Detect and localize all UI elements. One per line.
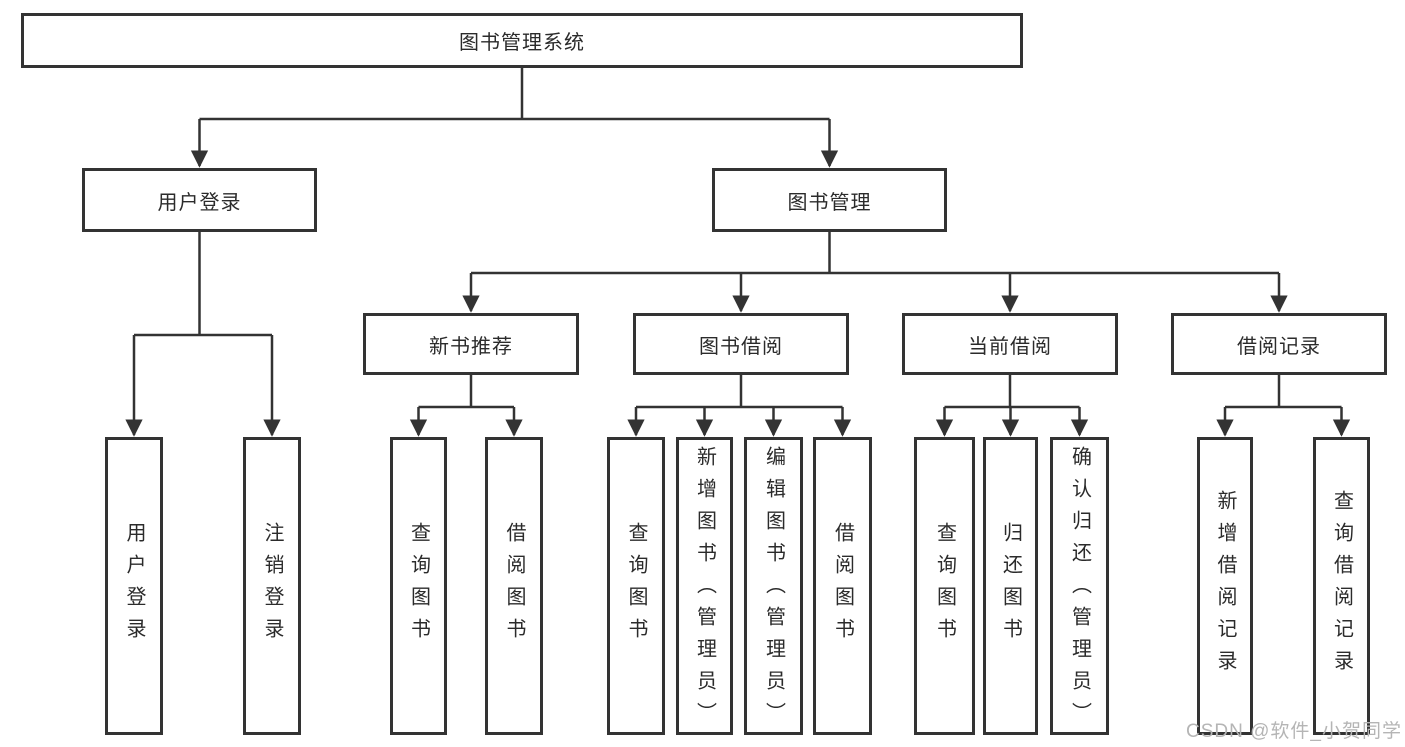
node-new-book-recommend: 新书推荐 bbox=[363, 313, 579, 375]
csdn-watermark: CSDN @软件_小贺同学 bbox=[1186, 721, 1402, 742]
node-borrow-records: 借阅记录 bbox=[1171, 313, 1387, 375]
leaf-query-books-recommend: 查询图书 bbox=[390, 437, 447, 735]
leaf-borrow-books-recommend: 借阅图书 bbox=[485, 437, 543, 735]
leaf-user-login: 用户登录 bbox=[105, 437, 163, 735]
node-user-login: 用户登录 bbox=[82, 168, 317, 232]
leaf-add-book-admin: 新增图书（管理员） bbox=[676, 437, 733, 735]
leaf-query-borrow-record: 查询借阅记录 bbox=[1313, 437, 1370, 735]
leaf-return-book: 归还图书 bbox=[983, 437, 1038, 735]
leaf-borrow-books-borrowing: 借阅图书 bbox=[813, 437, 872, 735]
node-book-borrowing: 图书借阅 bbox=[633, 313, 849, 375]
leaf-query-books-borrowing: 查询图书 bbox=[607, 437, 665, 735]
leaf-logout: 注销登录 bbox=[243, 437, 301, 735]
leaf-edit-book-admin: 编辑图书（管理员） bbox=[744, 437, 803, 735]
leaf-query-books-current: 查询图书 bbox=[914, 437, 975, 735]
node-system-root: 图书管理系统 bbox=[21, 13, 1023, 68]
leaf-confirm-return-admin: 确认归还（管理员） bbox=[1050, 437, 1109, 735]
node-book-management: 图书管理 bbox=[712, 168, 947, 232]
leaf-add-borrow-record: 新增借阅记录 bbox=[1197, 437, 1253, 735]
node-current-borrowing: 当前借阅 bbox=[902, 313, 1118, 375]
